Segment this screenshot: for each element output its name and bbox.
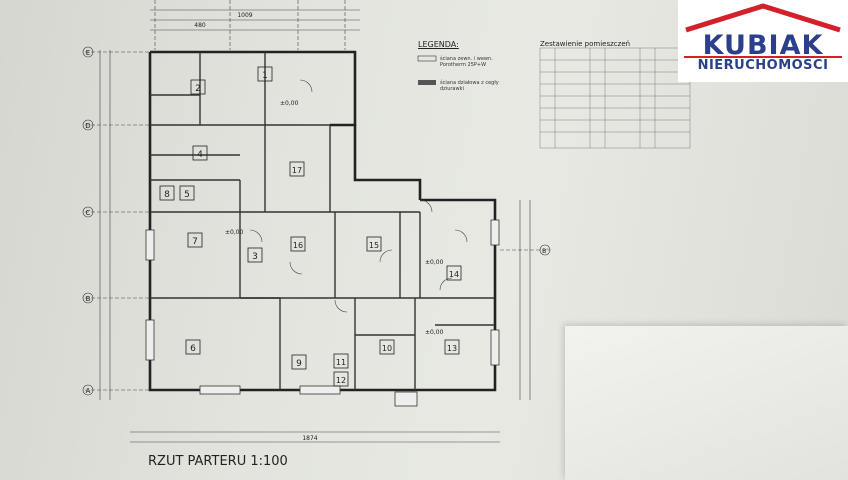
dim-top-overall: 1009: [237, 12, 252, 19]
room-8: 8: [164, 190, 170, 200]
axis-letters: E D C B A B': [85, 49, 548, 395]
legend-title: LEGENDA:: [418, 40, 459, 49]
dim-top-segment: 480: [194, 22, 206, 29]
room-3: 3: [252, 252, 258, 262]
room-1: 1: [262, 71, 268, 81]
logo-subtitle: NIERUCHOMOŚCI: [697, 58, 829, 73]
room-12: 12: [336, 376, 346, 385]
axis-a: A: [86, 387, 91, 395]
windows: [145, 219, 500, 407]
logo-name: KUBIAK: [702, 30, 824, 61]
outer-walls: [148, 50, 497, 392]
room-5: 5: [184, 190, 190, 200]
logo-divider: [684, 56, 842, 58]
legend-item-exterior-wall: ściana zewn. i wewn. Porotherm 25P+W: [440, 56, 493, 68]
dim-bottom-overall: 1874: [302, 435, 317, 442]
plan-title: RZUT PARTERU 1:100: [148, 454, 288, 469]
room-13: 13: [447, 344, 457, 353]
room-2: 2: [195, 84, 201, 94]
room-4: 4: [197, 150, 203, 160]
room-schedule-table: [539, 47, 691, 149]
door-swings: [249, 79, 468, 313]
axis-c: C: [86, 209, 91, 217]
axis-b: B: [86, 295, 91, 303]
axis-bubbles: [82, 46, 551, 396]
legend-item-partition-wall: ściana działowa z cegły dziurawki: [440, 80, 499, 92]
dimension-lines: [85, 0, 550, 443]
level-mark-4: ±0,00: [425, 329, 444, 336]
axis-b-prime: B': [542, 248, 548, 255]
room-16: 16: [293, 241, 303, 250]
dimension-texts: 1009 480 1874 ±0,00 ±0,00 ±0,00 ±0,00: [194, 12, 443, 442]
axis-e: E: [86, 49, 90, 57]
room-10: 10: [382, 344, 392, 353]
room-17: 17: [292, 166, 302, 175]
room-15: 15: [369, 241, 379, 250]
kubiak-logo: KUBIAK NIERUCHOMOŚCI: [678, 0, 848, 82]
room-6: 6: [190, 344, 196, 354]
room-7: 7: [192, 237, 198, 247]
room-11: 11: [336, 358, 346, 367]
inner-walls: [150, 52, 495, 390]
room-schedule-title: Zestawienie pomieszczeń: [540, 40, 631, 48]
legend-swatches: [417, 55, 437, 85]
level-mark: ±0,00: [280, 100, 299, 107]
room-labels: 1 2 3 4 5 6 7 8 9 10 11 12 13 1: [159, 66, 462, 387]
room-14: 14: [449, 270, 459, 279]
house-roof-icon: [685, 3, 841, 33]
overlapping-white-sheet: [565, 326, 848, 480]
axis-d: D: [85, 122, 90, 130]
room-9: 9: [296, 359, 302, 369]
level-mark-2: ±0,00: [225, 229, 244, 236]
level-mark-3: ±0,00: [425, 259, 444, 266]
